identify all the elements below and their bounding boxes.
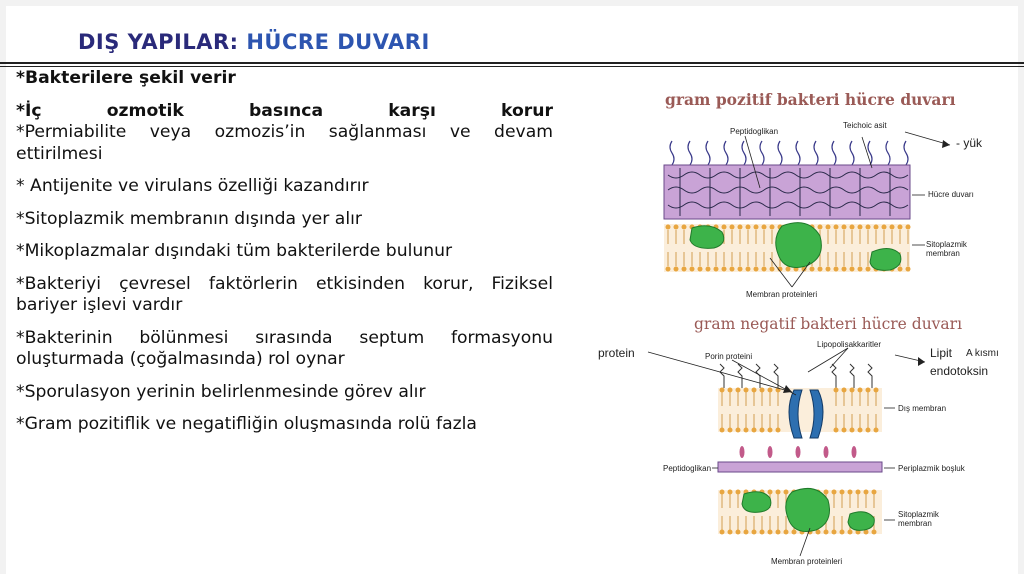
gram-positive-cell-wall: [663, 164, 911, 220]
bullet-item: *Sporulasyon yerinin belirlenmesinde gör…: [16, 381, 426, 402]
slide-frame-left: [0, 0, 6, 574]
label-periplasm: Periplazmik boşluk: [898, 464, 965, 473]
label-lps: Lipopolisakkaritler: [817, 340, 882, 349]
slide-title-prefix: DIŞ YAPILAR:: [78, 30, 239, 54]
slide-title-topic: HÜCRE DUVARI: [246, 30, 430, 54]
label-negative-charge: - yük: [956, 136, 983, 150]
title-divider-thin: [0, 66, 1024, 67]
label-outer-membrane: Dış membran: [898, 404, 947, 413]
bullet-list: *Bakterilere şekil verir *İç ozmotik bas…: [16, 68, 553, 436]
label-gn-membrane-proteins: Membran proteinleri: [771, 557, 843, 566]
label-lipid-a: A kısmı: [966, 348, 999, 359]
bullet-item: * Antijenite ve virulans özelliği kazand…: [16, 176, 369, 196]
label-cell-wall: Hücre duvarı: [928, 190, 974, 199]
bullet-item: *Bakterinin bölünmesi sırasında septum f…: [16, 327, 553, 370]
label-endotoxin: endotoksin: [930, 364, 989, 378]
bullet-item: *Sitoplazmik membranın dışında yer alır: [16, 208, 362, 229]
gram-positive-membrane-proteins: [689, 222, 902, 271]
label-lipid: Lipit: [930, 346, 953, 360]
teichoic-acid-strands: [669, 140, 909, 166]
lps-strands: [719, 363, 873, 388]
label-gn-cytoplasmic-membrane: Sitoplazmik membran: [898, 510, 939, 528]
title-divider: [0, 62, 1024, 64]
label-cytoplasmic-membrane: Sitoplazmik membran: [926, 240, 967, 258]
peptidoglycan-mesh: [667, 168, 909, 216]
bullet-item: *İç ozmotik basınca karşı korur: [16, 100, 553, 121]
label-porin: Porin proteini: [705, 352, 753, 361]
slide-frame-right: [1018, 0, 1024, 574]
label-gn-peptidoglycan: Peptidoglikan: [663, 464, 712, 473]
gram-negative-peptidoglycan: [717, 461, 883, 473]
gram-positive-heading: gram pozitif bakteri hücre duvarı: [665, 90, 956, 109]
slide-title: DIŞ YAPILAR: HÜCRE DUVARI: [78, 30, 430, 54]
label-protein: protein: [598, 346, 635, 360]
bullet-item: *Gram pozitiflik ve negatifliğin oluşmas…: [16, 414, 477, 434]
label-teichoic-acid: Teichoic asit: [843, 121, 887, 130]
label-membrane-proteins: Membran proteinleri: [746, 290, 818, 299]
gram-negative-membrane-proteins: [741, 487, 875, 532]
gram-positive-leader-lines: [744, 131, 951, 288]
bullet-item: *Bakterilere şekil verir: [16, 68, 236, 88]
porin-protein: [788, 389, 824, 439]
gram-negative-leader-lines: [647, 347, 926, 557]
bullet-item: *Bakteriyi çevresel faktörlerin etkisind…: [16, 273, 553, 316]
label-peptidoglycan: Peptidoglikan: [730, 127, 779, 136]
bullet-item: *Mikoplazmalar dışındaki tüm bakterilerd…: [16, 241, 453, 261]
bullet-item: *Permiabilite veya ozmozis’in sağlanması…: [16, 122, 553, 164]
gram-negative-heading: gram negatif bakteri hücre duvarı: [694, 315, 963, 333]
slide-frame-top: [0, 0, 1024, 6]
outer-membrane: [718, 387, 882, 433]
periplasm-lipoproteins: [739, 446, 857, 458]
